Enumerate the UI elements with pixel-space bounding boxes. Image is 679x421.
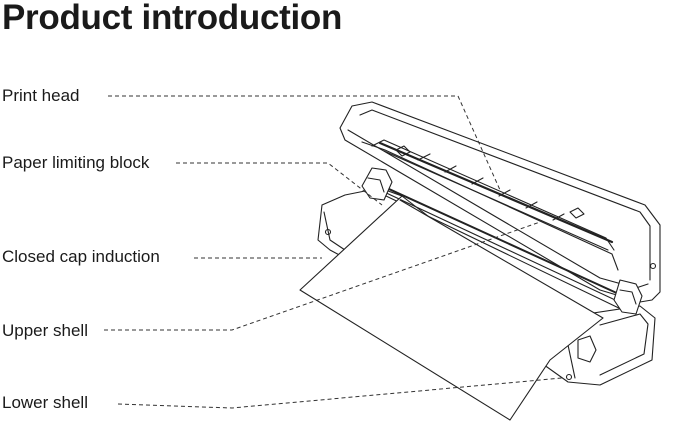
paper-sheet: [299, 195, 604, 421]
leader-paper-limiting-block: [176, 162, 383, 206]
leader-print-head: [108, 95, 501, 191]
label-print-head: Print head: [2, 86, 80, 105]
leader-lower-shell: [117, 377, 563, 409]
label-paper-limiting-block: Paper limiting block: [2, 153, 150, 172]
paper-limiting-blocks: [361, 167, 643, 363]
print-head-strip: [378, 141, 614, 251]
label-lower-shell: Lower shell: [2, 393, 88, 412]
page-title: Product introduction: [2, 0, 343, 37]
label-upper-shell: Upper shell: [2, 321, 88, 340]
leader-lines: [104, 95, 563, 409]
label-closed-cap-induction: Closed cap induction: [2, 247, 160, 266]
leader-upper-shell: [104, 221, 541, 331]
